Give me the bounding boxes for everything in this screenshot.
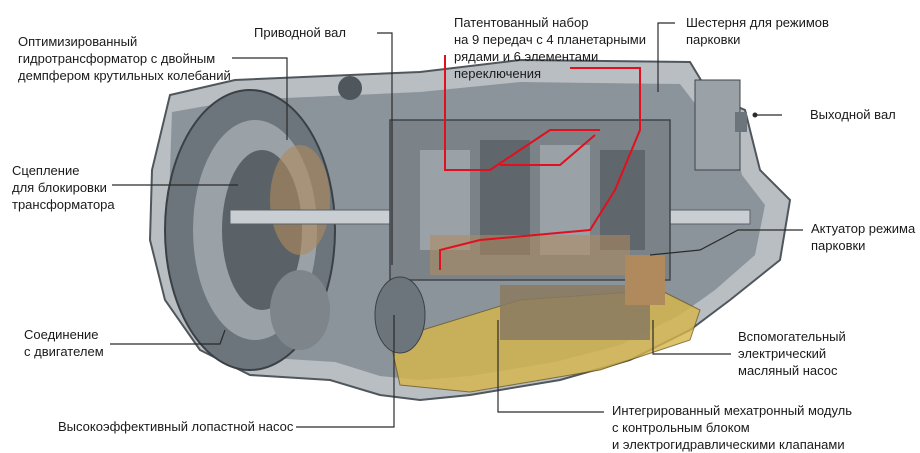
power-flow-path — [439, 55, 641, 270]
torque-converter-bell — [164, 76, 362, 371]
mechatronic-module — [389, 255, 701, 393]
lockup-clutch-label: Сцепление для блокировки трансформатора — [12, 163, 115, 212]
leader-lines — [110, 22, 803, 428]
aux-oil-pump-label: Вспомогательный электрический масляный н… — [738, 329, 846, 378]
park-actuator-label: Актуатор режима парковки — [811, 221, 916, 253]
torque-converter-label: Оптимизированный гидротрансформатор с дв… — [18, 34, 231, 83]
engine-connection-label: Соединение с двигателем — [24, 327, 104, 359]
vane-pump — [374, 276, 426, 354]
vane-pump-label: Высокоэффективный лопастной насос — [58, 419, 294, 434]
park-gear-label: Шестерня для режимов парковки — [686, 15, 829, 47]
gear-set-label: Патентованный набор на 9 передач с 4 пла… — [454, 15, 646, 81]
drive-shaft-label: Приводной вал — [254, 25, 346, 40]
output-shaft-label: Выходной вал — [810, 107, 896, 122]
mechatronic-label: Интегрированный мехатронный модуль с кон… — [612, 403, 853, 452]
output-flange — [694, 79, 747, 171]
